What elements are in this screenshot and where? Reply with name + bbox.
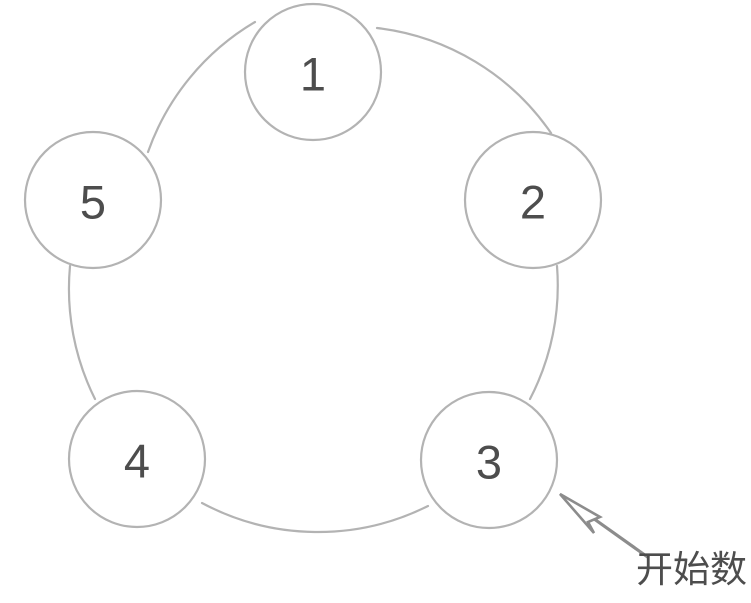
pointer-shaft-line bbox=[589, 514, 650, 560]
node-3-circle[interactable] bbox=[419, 390, 559, 530]
edge-node5-node1 bbox=[146, 20, 257, 154]
start-pointer-arrow bbox=[559, 492, 650, 560]
ring-nodes-group: 1 2 3 4 5 bbox=[23, 2, 603, 530]
edge-node1-node2 bbox=[375, 26, 553, 135]
node-1-label: 1 bbox=[300, 48, 326, 101]
edge-node3-node4 bbox=[200, 501, 430, 534]
node-1[interactable]: 1 bbox=[243, 2, 383, 142]
node-5[interactable]: 5 bbox=[23, 130, 163, 270]
ring-edges-group bbox=[67, 20, 559, 534]
node-4-circle[interactable] bbox=[67, 389, 207, 529]
node-2-label: 2 bbox=[520, 176, 546, 229]
edge-node2-node3 bbox=[528, 264, 559, 401]
start-pointer-label: 开始数 bbox=[636, 548, 747, 591]
node-3[interactable]: 3 bbox=[419, 390, 559, 530]
node-3-label: 3 bbox=[476, 436, 502, 489]
node-4-label: 4 bbox=[124, 435, 150, 488]
node-5-circle[interactable] bbox=[23, 130, 163, 270]
arrow-head-icon bbox=[559, 492, 603, 534]
node-1-circle[interactable] bbox=[243, 2, 383, 142]
edge-node4-node5 bbox=[67, 264, 97, 401]
node-5-label: 5 bbox=[80, 176, 106, 229]
node-4[interactable]: 4 bbox=[67, 389, 207, 529]
node-2-circle[interactable] bbox=[463, 130, 603, 270]
node-2[interactable]: 2 bbox=[463, 130, 603, 270]
